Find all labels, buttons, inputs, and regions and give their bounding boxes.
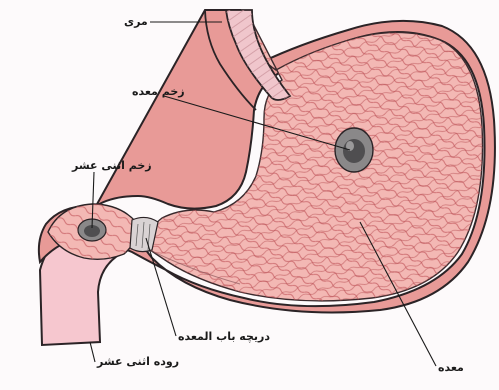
gastric-ulcer (335, 128, 373, 172)
leader-duodenum (90, 342, 95, 362)
label-stomach: معده (438, 362, 464, 373)
label-pylorus: دریچه باب المعده (178, 331, 270, 342)
label-gastric-ulcer: زخم معده (132, 86, 185, 97)
label-duodenum: روده اثنی عشر (97, 356, 179, 367)
label-esophagus: مری (124, 16, 148, 27)
label-duodenal-ulcer: زخم اثنی عشر (72, 160, 152, 171)
